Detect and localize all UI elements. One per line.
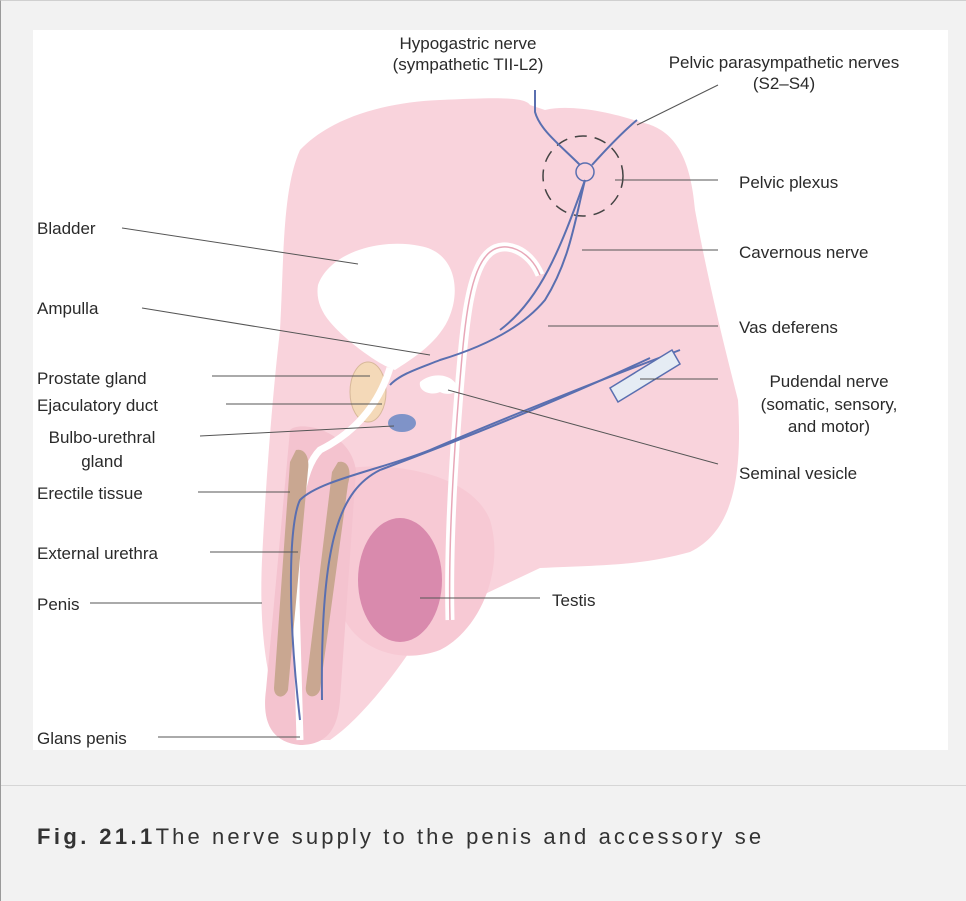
label-pudendal-2: (somatic, sensory, (761, 395, 898, 414)
anatomy-diagram: Hypogastric nerve (sympathetic TII-L2) P… (0, 0, 966, 780)
label-hypogastric: Hypogastric nerve (399, 34, 536, 53)
label-pelvic-plexus: Pelvic plexus (739, 173, 838, 192)
label-testis: Testis (552, 591, 595, 610)
label-pelvic-para: Pelvic parasympathetic nerves (669, 53, 900, 72)
caption-divider (1, 785, 966, 786)
label-prostate: Prostate gland (37, 369, 147, 388)
label-pudendal-3: and motor) (788, 417, 870, 436)
caption-text: The nerve supply to the penis and access… (156, 824, 765, 849)
testis-shape (358, 518, 442, 642)
figure-caption: Fig. 21.1The nerve supply to the penis a… (37, 824, 764, 850)
label-external-urethra: External urethra (37, 544, 158, 563)
label-cavernous-nerve: Cavernous nerve (739, 243, 868, 262)
pelvic-plexus-node (576, 163, 594, 181)
label-bulbo-1: Bulbo-urethral (49, 428, 156, 447)
label-hypogastric-sub: (sympathetic TII-L2) (393, 55, 544, 74)
label-erectile: Erectile tissue (37, 484, 143, 503)
label-seminal-vesicle: Seminal vesicle (739, 464, 857, 483)
figure-number: Fig. 21.1 (37, 824, 156, 849)
label-bulbo-2: gland (81, 452, 123, 471)
label-vas-deferens: Vas deferens (739, 318, 838, 337)
label-glans: Glans penis (37, 729, 127, 748)
label-ejaculatory: Ejaculatory duct (37, 396, 158, 415)
label-penis: Penis (37, 595, 80, 614)
label-ampulla: Ampulla (37, 299, 99, 318)
label-pudendal-1: Pudendal nerve (769, 372, 888, 391)
bulbo-urethral-shape (388, 414, 416, 432)
label-pelvic-para-sub: (S2–S4) (753, 74, 815, 93)
label-bladder: Bladder (37, 219, 96, 238)
